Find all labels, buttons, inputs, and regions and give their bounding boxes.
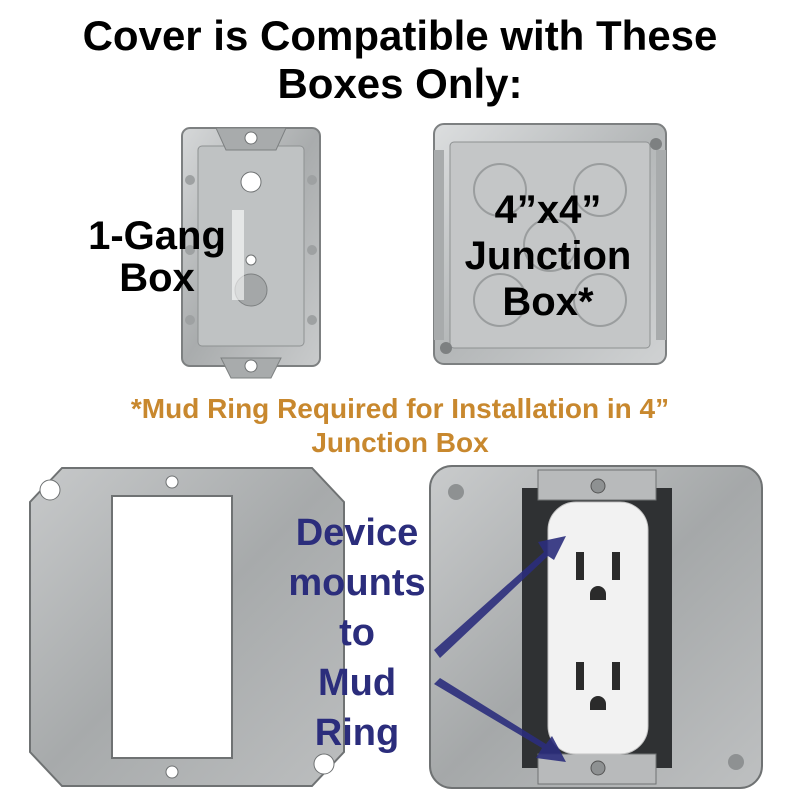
page-title: Cover is Compatible with These Boxes Onl…: [0, 12, 800, 108]
junction-box-label: 4”x4” Junction Box*: [448, 190, 648, 328]
mud-ring-note: *Mud Ring Required for Installation in 4…: [0, 392, 800, 460]
title-line-1: Cover is Compatible with These: [82, 12, 718, 59]
junction-box-photo: [433, 123, 667, 365]
device-label-line-3: to: [339, 612, 375, 654]
one-gang-box-label-line-1: 1-Gang: [88, 214, 226, 258]
device-label-line-5: Ring: [314, 712, 400, 754]
one-gang-box-label: 1-Gang Box: [82, 216, 232, 304]
junction-box-label-line-3: Box*: [502, 280, 594, 324]
junction-box-label-line-1: 4”x4”: [494, 188, 602, 232]
mud-ring-note-line-2: Junction Box: [311, 427, 489, 458]
device-label-line-1: Device: [295, 512, 419, 554]
mud-ring-cover-photo: [29, 467, 345, 787]
one-gang-box-photo: [181, 127, 321, 379]
device-label-line-2: mounts: [288, 562, 426, 604]
title-line-2: Boxes Only:: [277, 60, 523, 107]
device-mounts-label: Device mounts to Mud Ring: [282, 514, 432, 764]
one-gang-box-label-line-2: Box: [119, 256, 195, 300]
device-label-line-4: Mud: [317, 662, 397, 704]
junction-box-label-line-2: Junction: [464, 234, 632, 278]
installed-receptacle-photo: [429, 465, 763, 789]
mud-ring-note-line-1: *Mud Ring Required for Installation in 4…: [130, 393, 670, 424]
